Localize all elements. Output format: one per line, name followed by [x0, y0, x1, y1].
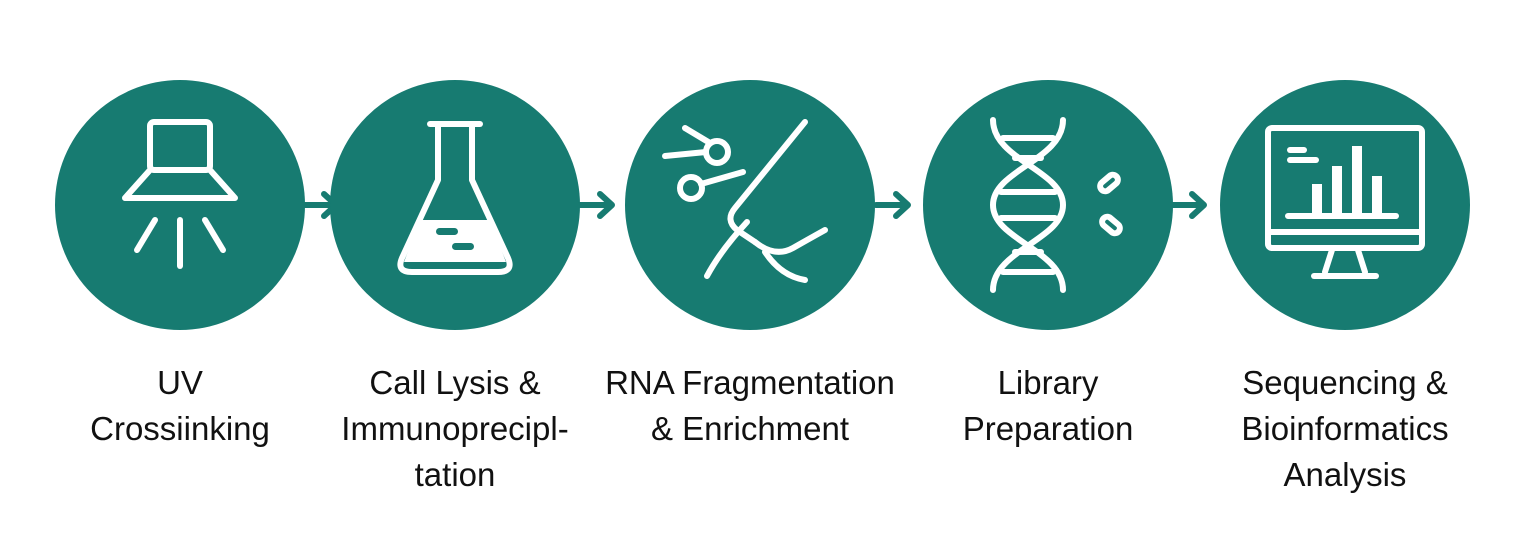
flask-icon: [397, 121, 513, 275]
label-line: Call Lysis &: [369, 364, 541, 401]
label-line: Preparation: [962, 410, 1134, 447]
arrow-right-icon: [874, 191, 911, 219]
dna-helix-icon: [990, 117, 1123, 293]
label-line: Bioinformatics: [1241, 410, 1449, 447]
step-sequencing-analysis: Sequencing & Bioinformatics Analysis: [1220, 80, 1470, 493]
label-line: Crossiinking: [90, 410, 270, 447]
label-line: & Enrichment: [650, 410, 850, 447]
label-line: Sequencing &: [1242, 364, 1448, 401]
step-rna-fragmentation: RNA Fragmentation & Enrichment: [605, 80, 895, 447]
label-line: UV: [157, 364, 203, 401]
step-library-preparation: Library Preparation: [923, 80, 1173, 447]
step-uv-crosslinking: UV Crossiinking: [55, 80, 305, 447]
step-label: Library Preparation: [868, 360, 1228, 452]
label-line: RNA Fragmentation: [605, 364, 895, 401]
arrow-right-icon: [578, 191, 615, 219]
step-label: Sequencing & Bioinformatics Analysis: [1165, 360, 1525, 498]
label-line: Immunoprecipl-: [341, 410, 569, 447]
step-label: UV Crossiinking: [0, 360, 360, 452]
step-cell-lysis: Call Lysis & Immunoprecipl- tation: [330, 80, 580, 493]
rna-scissors-icon: [662, 119, 828, 283]
label-line: Library: [997, 364, 1099, 401]
step-circle: [923, 80, 1173, 330]
step-circle: [330, 80, 580, 330]
label-line: tation: [414, 456, 496, 493]
step-circle: [55, 80, 305, 330]
step-label: Call Lysis & Immunoprecipl- tation: [275, 360, 635, 498]
label-line: Analysis: [1283, 456, 1407, 493]
uv-lamp-icon: [122, 119, 238, 269]
step-circle: [625, 80, 875, 330]
arrow-right-icon: [1170, 191, 1207, 219]
step-circle: [1220, 80, 1470, 330]
monitor-chart-icon: [1265, 125, 1425, 279]
step-label: RNA Fragmentation & Enrichment: [570, 360, 930, 452]
